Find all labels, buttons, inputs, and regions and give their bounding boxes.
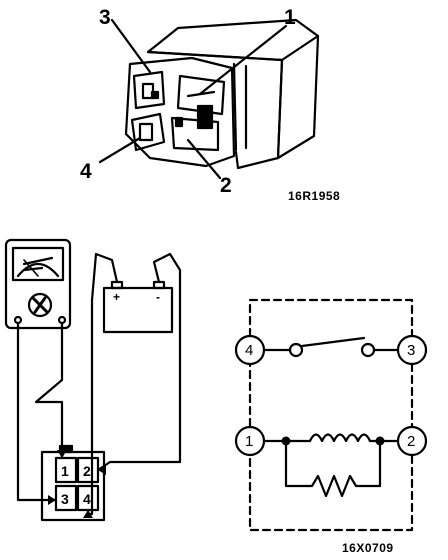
connector-pin-4: 4 xyxy=(83,491,91,507)
test-wiring xyxy=(4,238,182,522)
battery-negative: - xyxy=(156,290,160,304)
relay-schematic xyxy=(234,298,428,532)
connector-pin-2: 2 xyxy=(83,463,91,479)
wire-meter-neg-to-pin3 xyxy=(16,321,58,502)
relay-illustration xyxy=(98,18,320,180)
relay-switch xyxy=(262,336,400,358)
relay-connector xyxy=(40,444,106,522)
callout-2: 2 xyxy=(220,174,232,197)
relay-resistor xyxy=(284,439,382,498)
relay-body-front xyxy=(146,50,284,170)
figure-code-schematic: 16X0709 xyxy=(342,541,394,555)
schematic-label-2: 2 xyxy=(407,433,415,450)
schematic-label-1: 1 xyxy=(245,433,253,450)
ohmmeter-icon xyxy=(4,238,72,330)
junction-dots xyxy=(281,436,385,446)
terminal-block xyxy=(124,56,236,168)
schematic-label-4: 4 xyxy=(245,342,253,359)
battery-positive: + xyxy=(113,290,120,304)
relay-body-side xyxy=(276,34,320,160)
leader-1 xyxy=(198,24,288,96)
relay-terminal-3 xyxy=(132,70,166,110)
leader-3 xyxy=(110,18,152,74)
wire-battery-neg-to-pin2 xyxy=(96,252,182,472)
connector-pin-3: 3 xyxy=(61,491,69,507)
probe-arrows xyxy=(48,450,106,518)
connector-pin-1: 1 xyxy=(61,463,69,479)
wire-meter-pos-to-pin1 xyxy=(34,321,64,460)
relay-terminal-1 xyxy=(176,74,226,116)
callout-4: 4 xyxy=(80,160,92,183)
schematic-label-3: 3 xyxy=(407,342,415,359)
leader-4 xyxy=(98,136,142,164)
figure-code-relay: 16R1958 xyxy=(288,189,340,203)
leader-2 xyxy=(186,138,222,180)
schematic-enclosure xyxy=(248,298,414,532)
callout-1: 1 xyxy=(284,6,296,29)
callout-3: 3 xyxy=(99,6,111,29)
